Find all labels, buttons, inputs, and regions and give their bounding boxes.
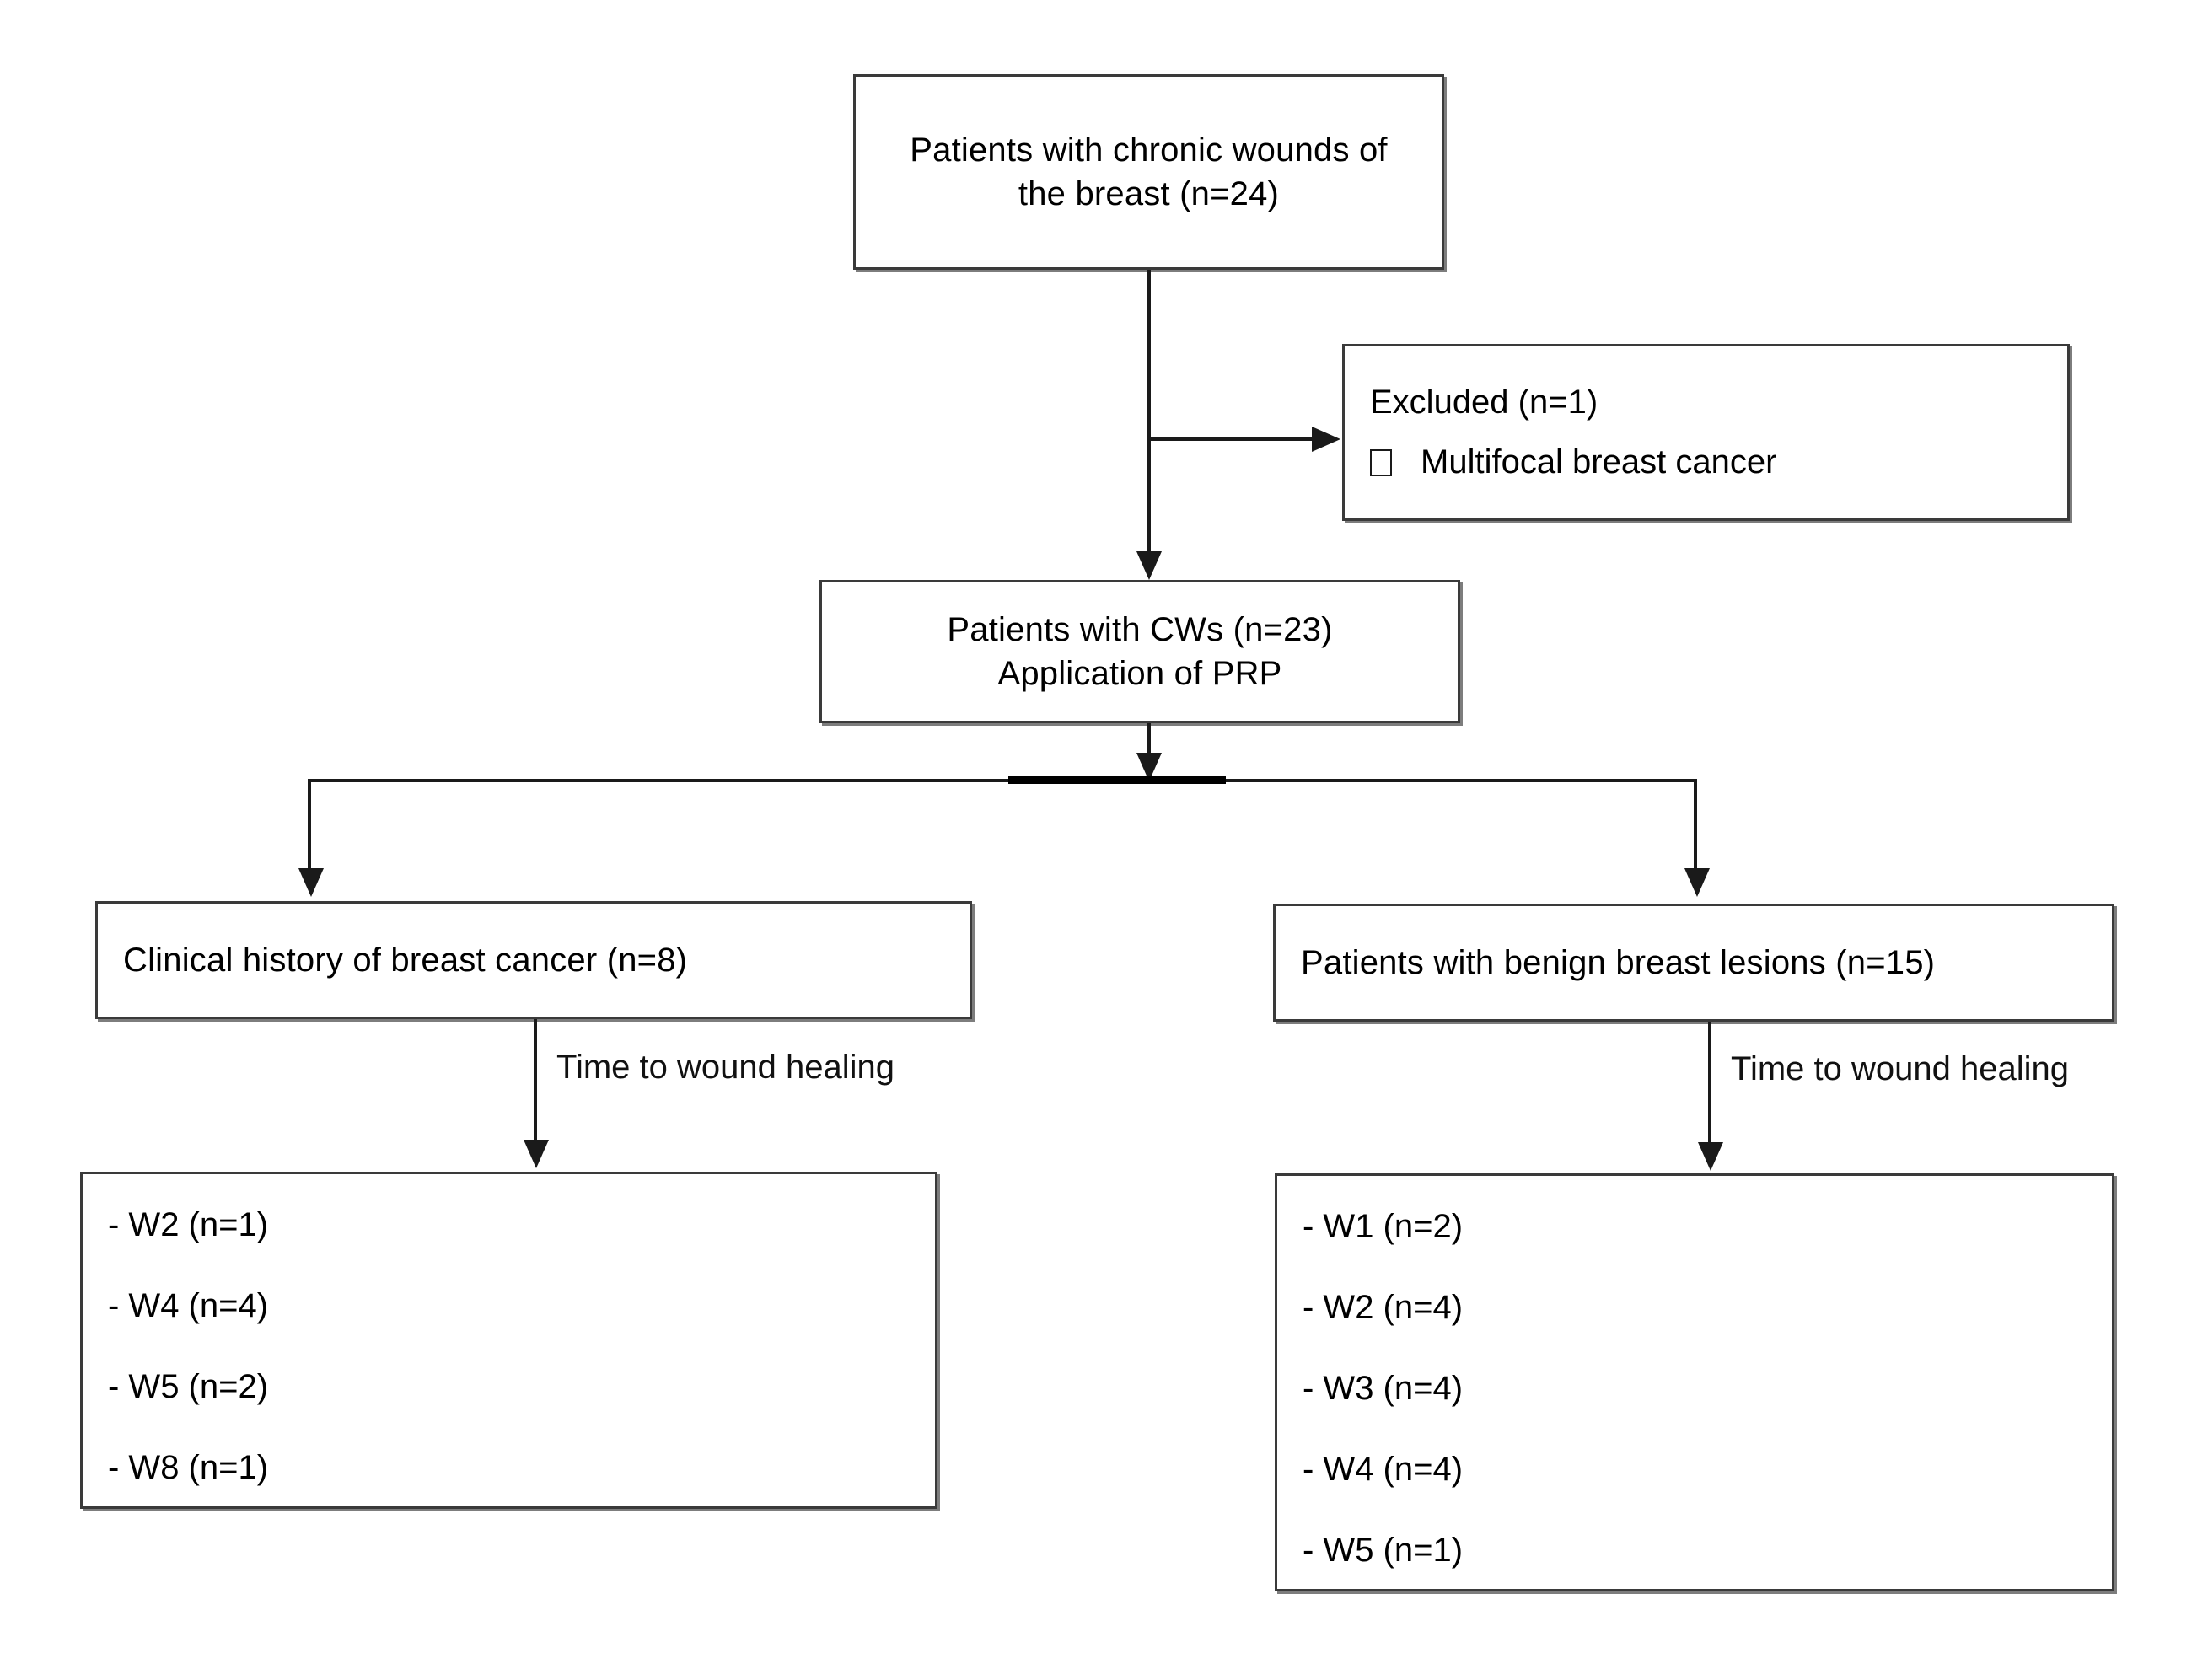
group-left-label: Clinical history of breast cancer (n=8) [123,942,688,979]
connector-to-excluded [1149,437,1313,441]
arrow-to-group-right [1684,868,1710,897]
square-bullet-icon [1370,448,1392,476]
node-group-benign-lesions: Patients with benign breast lesions (n=1… [1273,904,2114,1022]
connector-group-right-to-outcomes [1708,1022,1711,1145]
list-item: - W5 (n=2) [108,1368,269,1405]
connector-enrolled-to-treated [1147,270,1151,553]
arrow-group-right-to-outcomes [1698,1142,1723,1171]
edge-label-left-time-to-healing: Time to wound healing [556,1049,894,1086]
enrolled-line-1: Patients with chronic wounds of [910,132,1388,169]
node-outcomes-breast-cancer-history: - W2 (n=1) - W4 (n=4) - W5 (n=2) - W8 (n… [80,1172,937,1509]
node-excluded: Excluded (n=1) Multifocal breast cancer [1342,344,2070,521]
list-item: - W4 (n=4) [108,1287,269,1324]
connector-split-left [308,779,311,872]
treated-line-1: Patients with CWs (n=23) [947,611,1333,648]
list-item: - W3 (n=4) [1303,1370,1464,1407]
edge-label-right-time-to-healing: Time to wound healing [1731,1050,2069,1087]
split-bar-center-accent [1008,776,1226,784]
excluded-title: Excluded (n=1) [1370,384,1598,421]
connector-group-left-to-outcomes [534,1019,537,1142]
list-item: - W2 (n=4) [1303,1289,1464,1326]
list-item: - W2 (n=1) [108,1206,269,1243]
list-item: - W5 (n=1) [1303,1532,1464,1569]
arrow-to-excluded [1312,427,1340,452]
list-item: - W4 (n=4) [1303,1451,1464,1488]
enrolled-line-2: the breast (n=24) [1018,175,1280,212]
list-item: - W8 (n=1) [108,1449,269,1486]
group-right-label: Patients with benign breast lesions (n=1… [1301,944,1936,981]
arrow-to-group-left [298,868,324,897]
connector-treated-stem [1147,723,1151,755]
split-bar [308,779,1697,782]
node-group-breast-cancer-history: Clinical history of breast cancer (n=8) [95,901,972,1019]
arrow-enrolled-to-treated [1136,551,1162,580]
node-enrolled-patients: Patients with chronic wounds of the brea… [853,74,1444,270]
treated-line-2: Application of PRP [997,655,1282,692]
node-outcomes-benign-lesions: - W1 (n=2) - W2 (n=4) - W3 (n=4) - W4 (n… [1275,1173,2114,1591]
excluded-reason-row: Multifocal breast cancer [1370,443,2042,481]
connector-split-right [1694,779,1697,872]
arrow-group-left-to-outcomes [524,1140,549,1168]
excluded-reason-label: Multifocal breast cancer [1421,443,1777,480]
list-item: - W1 (n=2) [1303,1208,1464,1245]
node-treated-prp: Patients with CWs (n=23) Application of … [819,580,1460,723]
